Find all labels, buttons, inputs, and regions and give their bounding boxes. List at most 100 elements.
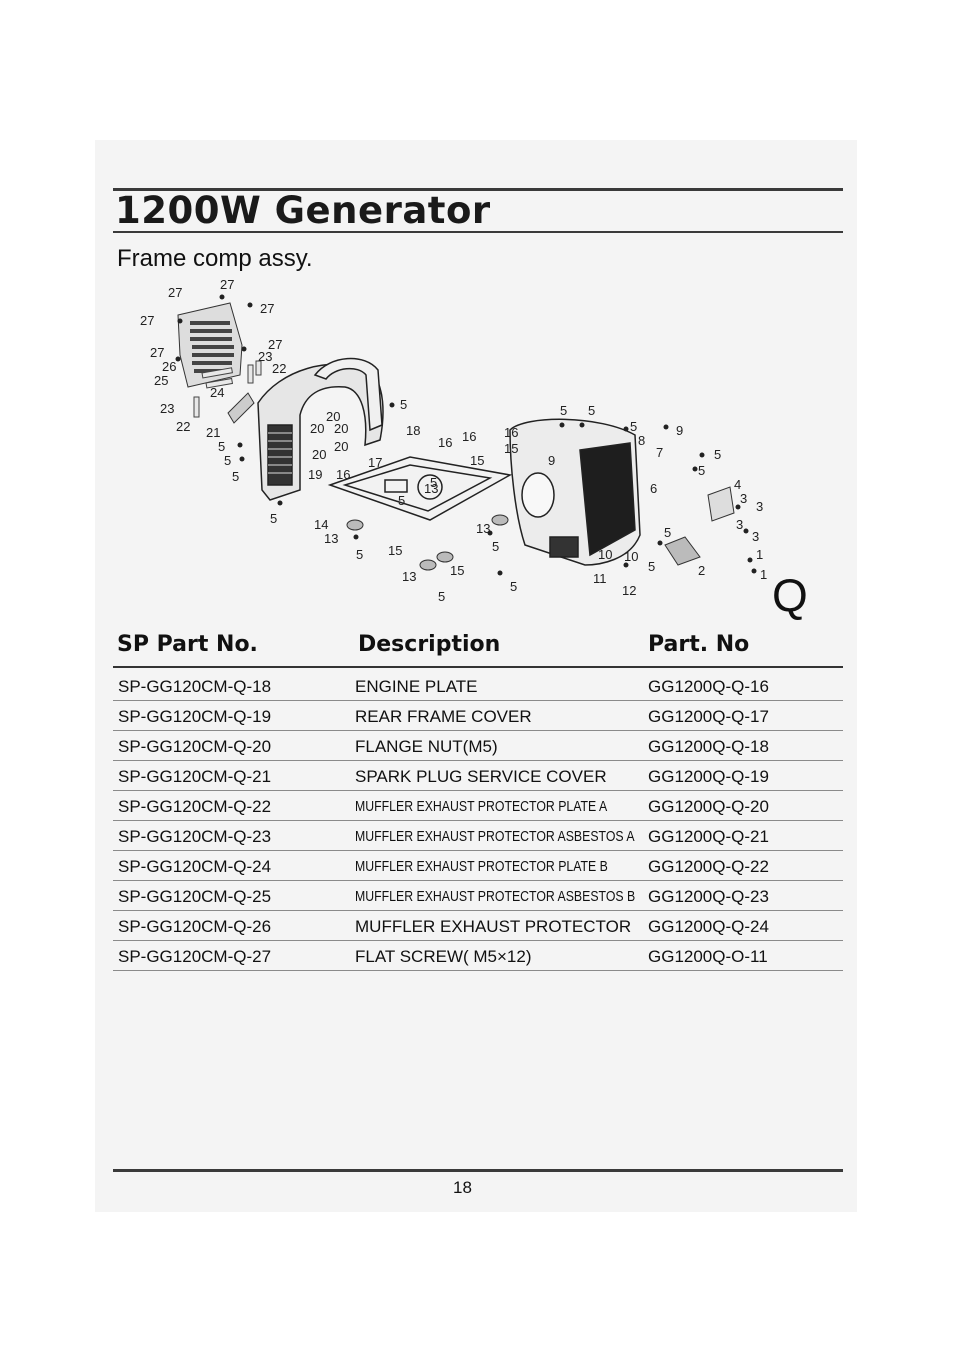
svg-text:5: 5 <box>218 439 225 454</box>
protector-strips <box>193 360 262 418</box>
table-header: SP Part No. Description Part. No <box>113 632 843 666</box>
part-no: GG1200Q-Q-18 <box>648 737 769 756</box>
parts-table: SP-GG120CM-Q-18 ENGINE PLATE GG1200Q-Q-1… <box>113 671 843 971</box>
svg-text:1: 1 <box>756 547 763 562</box>
sp-part-no: SP-GG120CM-Q-18 <box>118 677 272 696</box>
svg-text:10: 10 <box>624 549 638 564</box>
svg-text:3: 3 <box>756 499 763 514</box>
table-row: SP-GG120CM-Q-18 ENGINE PLATE GG1200Q-Q-1… <box>113 671 843 701</box>
description: FLANGE NUT(M5) <box>355 737 498 756</box>
svg-text:13: 13 <box>476 521 490 536</box>
svg-text:1: 1 <box>760 567 767 582</box>
sp-part-no: SP-GG120CM-Q-23 <box>118 827 272 846</box>
svg-text:5: 5 <box>698 463 705 478</box>
svg-text:27: 27 <box>220 277 234 292</box>
muffler-protector <box>664 536 701 566</box>
svg-text:23: 23 <box>160 401 174 416</box>
svg-text:21: 21 <box>206 425 220 440</box>
svg-text:27: 27 <box>268 337 282 352</box>
svg-text:5: 5 <box>510 579 517 594</box>
svg-text:26: 26 <box>162 359 176 374</box>
svg-text:5: 5 <box>232 469 239 484</box>
svg-text:15: 15 <box>504 441 518 456</box>
page-number: 18 <box>453 1178 472 1197</box>
svg-text:13: 13 <box>402 569 416 584</box>
assembly-subtitle: Frame comp assy. <box>117 245 313 272</box>
svg-text:3: 3 <box>736 517 743 532</box>
svg-text:27: 27 <box>140 313 154 328</box>
svg-text:27: 27 <box>150 345 164 360</box>
svg-text:6: 6 <box>650 481 657 496</box>
description: SPARK PLUG SERVICE COVER <box>355 767 607 786</box>
svg-text:8: 8 <box>638 433 645 448</box>
sp-part-no: SP-GG120CM-Q-19 <box>118 707 272 726</box>
sp-part-no: SP-GG120CM-Q-26 <box>118 917 272 936</box>
description: MUFFLER EXHAUST PROTECTOR <box>355 917 632 936</box>
svg-text:20: 20 <box>312 447 326 462</box>
svg-text:16: 16 <box>336 467 350 482</box>
svg-text:27: 27 <box>168 285 182 300</box>
svg-text:16: 16 <box>504 425 518 440</box>
svg-text:18: 18 <box>406 423 420 438</box>
svg-text:20: 20 <box>326 409 340 424</box>
svg-text:5: 5 <box>224 453 231 468</box>
part-no: GG1200Q-Q-17 <box>648 707 769 726</box>
svg-text:13: 13 <box>324 531 338 546</box>
rear-frame-cover <box>257 363 384 501</box>
front-cover-grille <box>177 302 243 388</box>
description: MUFFLER EXHAUST PROTECTOR ASBESTOS B <box>355 888 636 905</box>
part-no: GG1200Q-Q-20 <box>648 797 769 816</box>
section-letter: Q <box>772 569 808 621</box>
top-rule <box>113 188 843 191</box>
svg-text:10: 10 <box>598 547 612 562</box>
svg-text:2: 2 <box>698 563 705 578</box>
svg-text:19: 19 <box>308 467 322 482</box>
table-row: SP-GG120CM-Q-25 MUFFLER EXHAUST PROTECTO… <box>113 881 843 911</box>
svg-text:5: 5 <box>560 403 567 418</box>
sp-part-no: SP-GG120CM-Q-24 <box>118 857 272 876</box>
table-row: SP-GG120CM-Q-26 MUFFLER EXHAUST PROTECTO… <box>113 911 843 941</box>
part-no: GG1200Q-Q-21 <box>648 827 769 846</box>
table-row: SP-GG120CM-Q-19 REAR FRAME COVER GG1200Q… <box>113 701 843 731</box>
part-no: GG1200Q-O-11 <box>648 947 768 966</box>
description: MUFFLER EXHAUST PROTECTOR PLATE A <box>355 798 608 815</box>
table-row: SP-GG120CM-Q-22 MUFFLER EXHAUST PROTECTO… <box>113 791 843 821</box>
header-description: Description <box>358 632 501 657</box>
svg-text:20: 20 <box>334 421 348 436</box>
svg-text:16: 16 <box>462 429 476 444</box>
svg-text:5: 5 <box>398 493 405 508</box>
svg-text:5: 5 <box>270 511 277 526</box>
description: ENGINE PLATE <box>355 677 478 696</box>
part-no: GG1200Q-Q-22 <box>648 857 769 876</box>
svg-text:9: 9 <box>548 453 555 468</box>
table-row: SP-GG120CM-Q-24 MUFFLER EXHAUST PROTECTO… <box>113 851 843 881</box>
header-sp-part-no: SP Part No. <box>117 632 258 657</box>
svg-text:5: 5 <box>400 397 407 412</box>
svg-text:5: 5 <box>630 419 637 434</box>
front-frame-cover <box>509 418 641 566</box>
svg-text:15: 15 <box>388 543 402 558</box>
sp-part-no: SP-GG120CM-Q-22 <box>118 797 272 816</box>
description: REAR FRAME COVER <box>355 707 532 726</box>
part-no: GG1200Q-Q-19 <box>648 767 769 786</box>
handle-frame <box>313 357 383 432</box>
sp-part-no: SP-GG120CM-Q-25 <box>118 887 272 906</box>
description: MUFFLER EXHAUST PROTECTOR PLATE B <box>355 858 608 875</box>
table-row: SP-GG120CM-Q-23 MUFFLER EXHAUST PROTECTO… <box>113 821 843 851</box>
header-rule <box>113 666 843 668</box>
svg-text:5: 5 <box>356 547 363 562</box>
part-no: GG1200Q-Q-16 <box>648 677 769 696</box>
screws <box>175 294 757 576</box>
svg-text:22: 22 <box>272 361 286 376</box>
svg-text:4: 4 <box>734 477 741 492</box>
svg-text:7: 7 <box>656 445 663 460</box>
svg-text:14: 14 <box>314 517 328 532</box>
sp-part-no: SP-GG120CM-Q-20 <box>118 737 272 756</box>
svg-text:25: 25 <box>154 373 168 388</box>
description: MUFFLER EXHAUST PROTECTOR ASBESTOS A <box>355 828 635 845</box>
svg-text:5: 5 <box>492 539 499 554</box>
sp-part-no: SP-GG120CM-Q-21 <box>118 767 272 786</box>
svg-text:20: 20 <box>310 421 324 436</box>
